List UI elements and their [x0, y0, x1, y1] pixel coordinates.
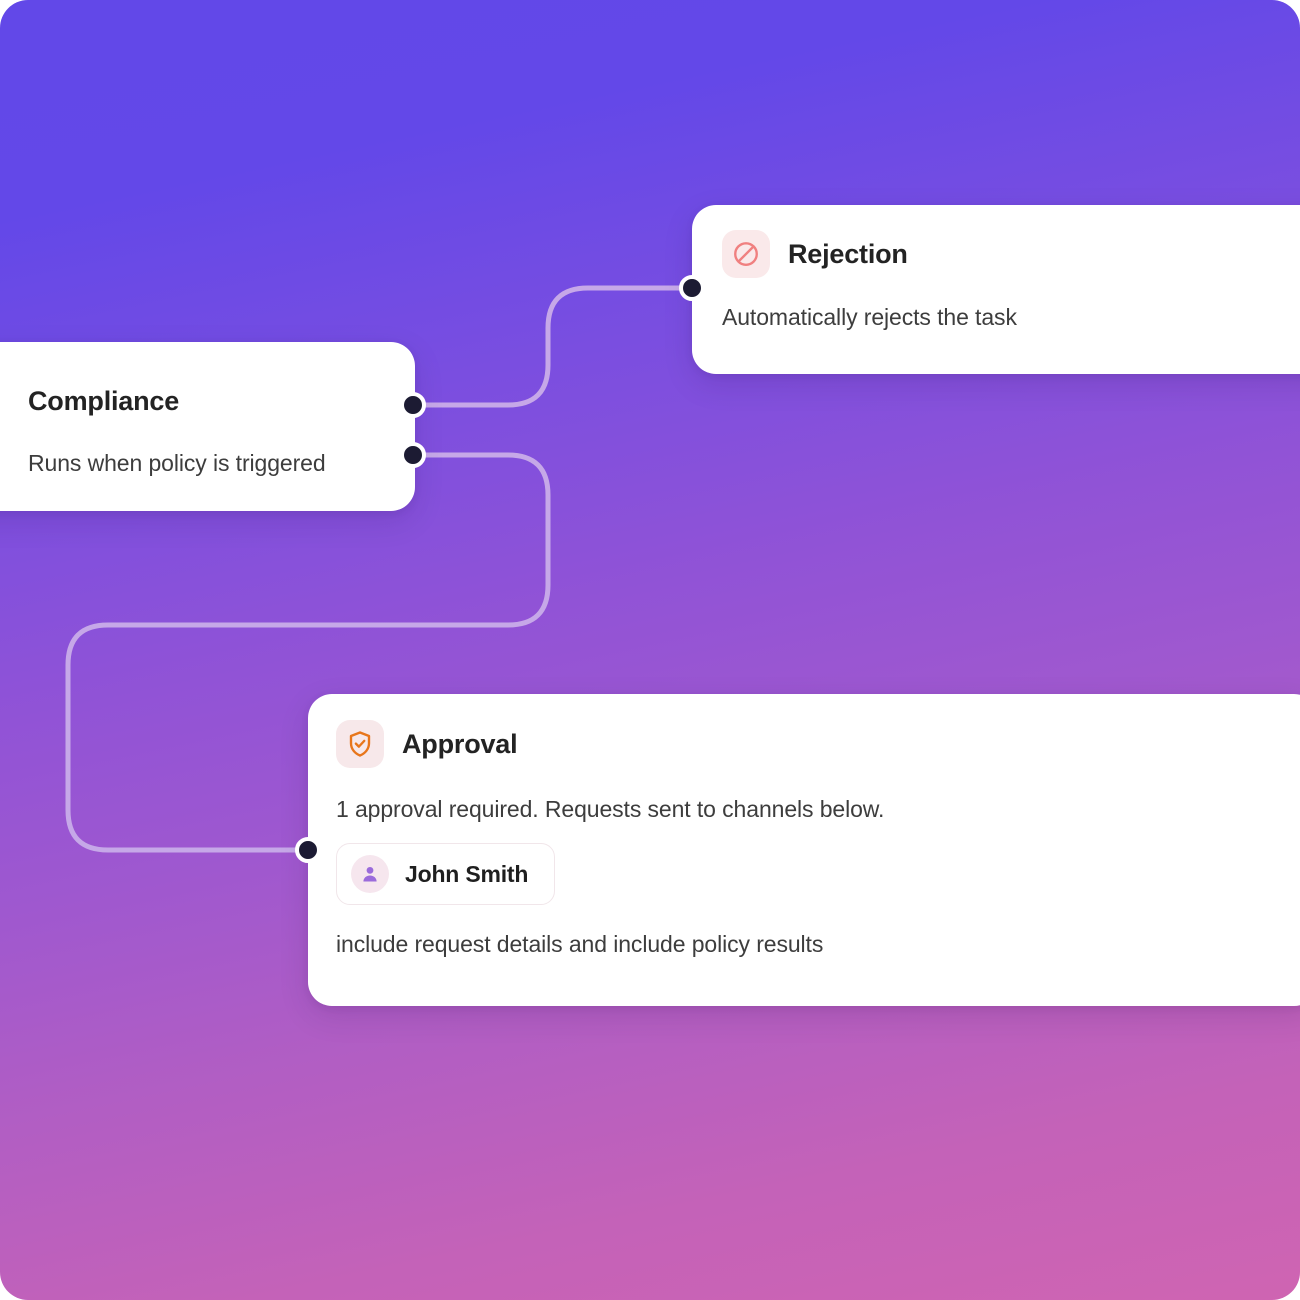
shield-check-icon	[336, 720, 384, 768]
approval-title: Approval	[402, 728, 518, 759]
node-card-compliance[interactable]: Compliance Runs when policy is triggered	[0, 342, 415, 511]
wire-compliance-to-rejection	[410, 285, 695, 408]
approval-footer: include request details and include poli…	[336, 931, 824, 957]
port-compliance-out-top[interactable]	[400, 392, 426, 418]
node-card-rejection[interactable]: Rejection Automatically rejects the task	[692, 205, 1300, 374]
approval-header: Approval	[336, 720, 1300, 768]
rejection-header: Rejection	[722, 230, 1300, 278]
port-rejection-in[interactable]	[679, 275, 705, 301]
compliance-description: Runs when policy is triggered	[28, 450, 326, 476]
rejection-description: Automatically rejects the task	[722, 304, 1017, 330]
approval-description: 1 approval required. Requests sent to ch…	[336, 796, 885, 822]
approver-name: John Smith	[405, 860, 529, 887]
node-card-approval[interactable]: Approval 1 approval required. Requests s…	[308, 694, 1300, 1006]
compliance-title: Compliance	[28, 386, 180, 416]
prohibition-icon	[722, 230, 770, 278]
approver-chip[interactable]: John Smith	[336, 843, 556, 905]
rejection-title: Rejection	[788, 238, 908, 269]
port-compliance-out-bottom[interactable]	[400, 442, 426, 468]
person-icon	[351, 855, 389, 893]
port-approval-in[interactable]	[295, 837, 321, 863]
